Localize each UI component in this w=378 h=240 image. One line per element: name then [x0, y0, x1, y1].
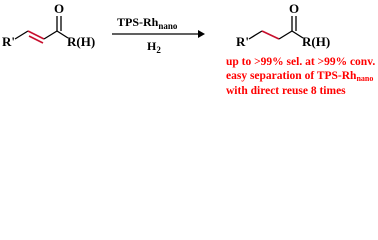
product-oxygen-label: O — [289, 1, 299, 16]
reactant-alkene-bond — [27, 30, 45, 40]
reactant-structure: R' O R(H) — [2, 1, 95, 49]
product-bond-2 — [278, 30, 293, 40]
reagent-label: H2 — [147, 39, 161, 55]
reaction-scheme: R' O R(H) TPS-Rhnano H2 R' O R(H) — [2, 1, 330, 55]
reactant-bond-2 — [43, 30, 58, 40]
reactant-oxygen-label: O — [54, 1, 64, 16]
reactant-bond-1 — [14, 30, 29, 40]
product-structure: R' O R(H) — [236, 1, 330, 49]
note-selectivity: up to >99% sel. at >99% conv. — [226, 56, 376, 68]
note-reuse: with direct reuse 8 times — [226, 85, 346, 97]
product-hydrogenated-bond — [261, 30, 280, 40]
product-substituent-label: R' — [236, 34, 249, 49]
reactant-bond-3 — [56, 30, 69, 39]
product-group-label: R(H) — [302, 34, 330, 49]
note-separation-text: easy separation of TPS-Rh — [226, 70, 357, 82]
note-separation-subscript: nano — [356, 74, 374, 83]
product-bond-1 — [248, 30, 263, 40]
arrow-head-icon — [198, 30, 205, 38]
reactant-substituent-label: R' — [2, 34, 15, 49]
reactant-group-label: R(H) — [67, 34, 95, 49]
reactant-alkene-bond-second — [28, 35, 44, 44]
catalyst-label: TPS-Rhnano — [117, 15, 178, 31]
reaction-arrow-group: TPS-Rhnano H2 — [112, 15, 205, 55]
note-separation: easy separation of TPS-Rhnano — [226, 69, 373, 83]
product-bond-3 — [291, 30, 304, 39]
